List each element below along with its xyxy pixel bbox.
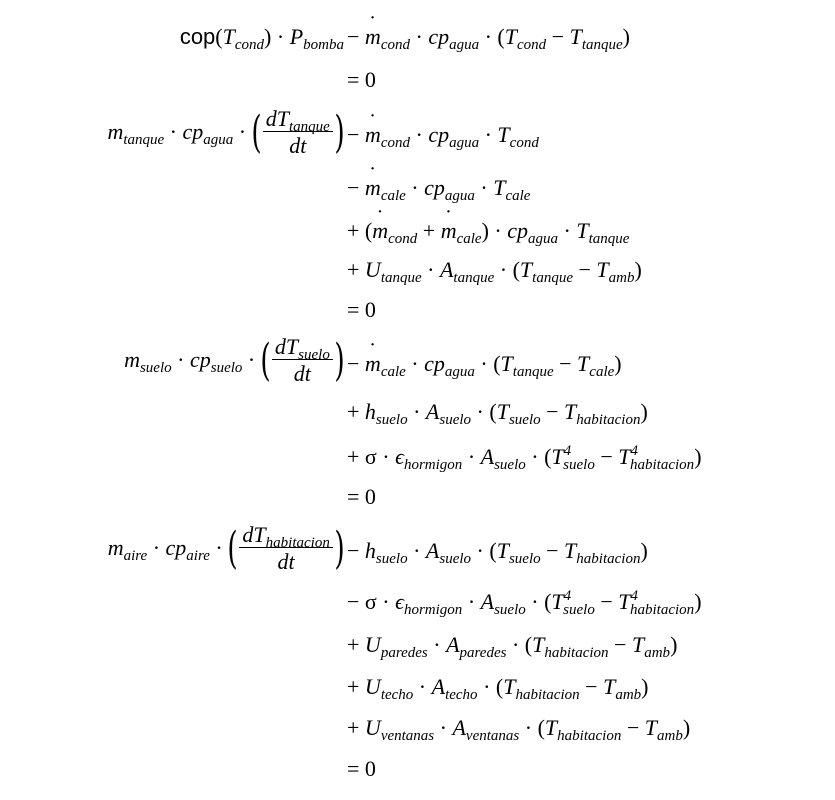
eq4-rhs-4: + Utecho · Atecho · (Thabitacion − Tamb) [347, 674, 649, 703]
eq3-rhs-2: + hsuelo · Asuelo · (Tsuelo − Thabitacio… [347, 399, 648, 428]
eq2-rhs-1: − mcond · cpagua · Tcond [347, 124, 539, 151]
eq3-equals-zero: = 0 [347, 484, 376, 509]
eq4-rhs-5: + Uventanas · Aventanas · (Thabitacion −… [347, 715, 691, 744]
eq4-rhs-3: + Uparedes · Aparedes · (Thabitacion − T… [347, 632, 678, 661]
eq1-lhs: cop(Tcond) · Pbomba [179, 24, 344, 53]
eq4-rhs-1: − hsuelo · Asuelo · (Tsuelo − Thabitacio… [347, 538, 648, 567]
eq1-equals-zero: = 0 [347, 67, 376, 92]
eq2-rhs-2: − mcale · cpagua · Tcale [347, 177, 530, 204]
eq3-rhs-1: − mcale · cpagua · (Ttanque − Tcale) [347, 353, 622, 380]
cop-function: cop [179, 24, 216, 49]
eq2-rhs-3: + (mcond + mcale) · cpagua · Ttanque [347, 220, 629, 247]
eq2-equals-zero: = 0 [347, 297, 376, 322]
eq4-rhs-2: − σ · ϵhormigon · Asuelo · (T4suelo − T4… [347, 588, 702, 618]
eq4-equals-zero: = 0 [347, 756, 376, 781]
eq1-rhs-1: − mcond · cpagua · (Tcond − Ttanque) [347, 26, 630, 53]
eq2-rhs-4: + Utanque · Atanque · (Ttanque − Tamb) [347, 257, 642, 286]
eq3-rhs-3: + σ · ϵhormigon · Asuelo · (T4suelo − T4… [347, 443, 702, 473]
